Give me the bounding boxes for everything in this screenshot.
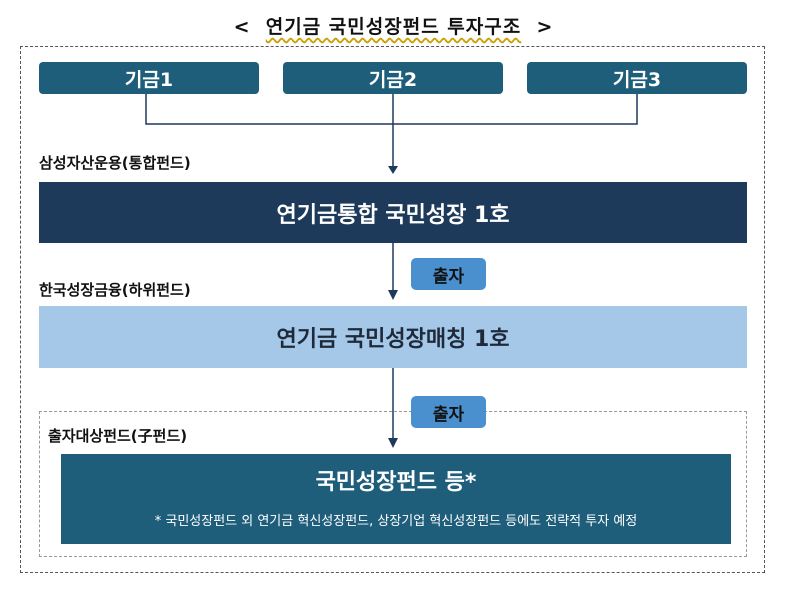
title-prefix: < [233,16,251,38]
outer-frame [20,46,765,573]
matching-fund-bar: 연기금 국민성장매칭 1호 [39,306,747,368]
fund-box-3: 기금3 [527,62,747,94]
target-fund-box: 국민성장펀드 등* * 국민성장펀드 외 연기금 혁신성장펀드, 상장기업 혁신… [61,454,731,544]
target-label: 출자대상펀드(子펀드) [48,427,188,445]
investment-badge-2: 출자 [411,396,486,428]
integrated-fund-bar: 연기금통합 국민성장 1호 [39,182,747,243]
title-text: 연기금 국민성장펀드 투자구조 [265,16,522,38]
fund-box-2: 기금2 [283,62,503,94]
title-suffix: > [536,16,554,38]
fund-box-1: 기금1 [39,62,259,94]
diagram-title: < 연기금 국민성장펀드 투자구조 > [0,12,787,39]
sub-manager-label: 한국성장금융(하위펀드) [39,281,191,299]
investment-badge-1: 출자 [411,258,486,290]
target-fund-note: * 국민성장펀드 외 연기금 혁신성장펀드, 상장기업 혁신성장펀드 등에도 전… [154,514,638,529]
integrated-manager-label: 삼성자산운용(통합펀드) [39,154,191,172]
target-frame [39,411,747,557]
target-fund-title: 국민성장펀드 등* [315,470,477,495]
